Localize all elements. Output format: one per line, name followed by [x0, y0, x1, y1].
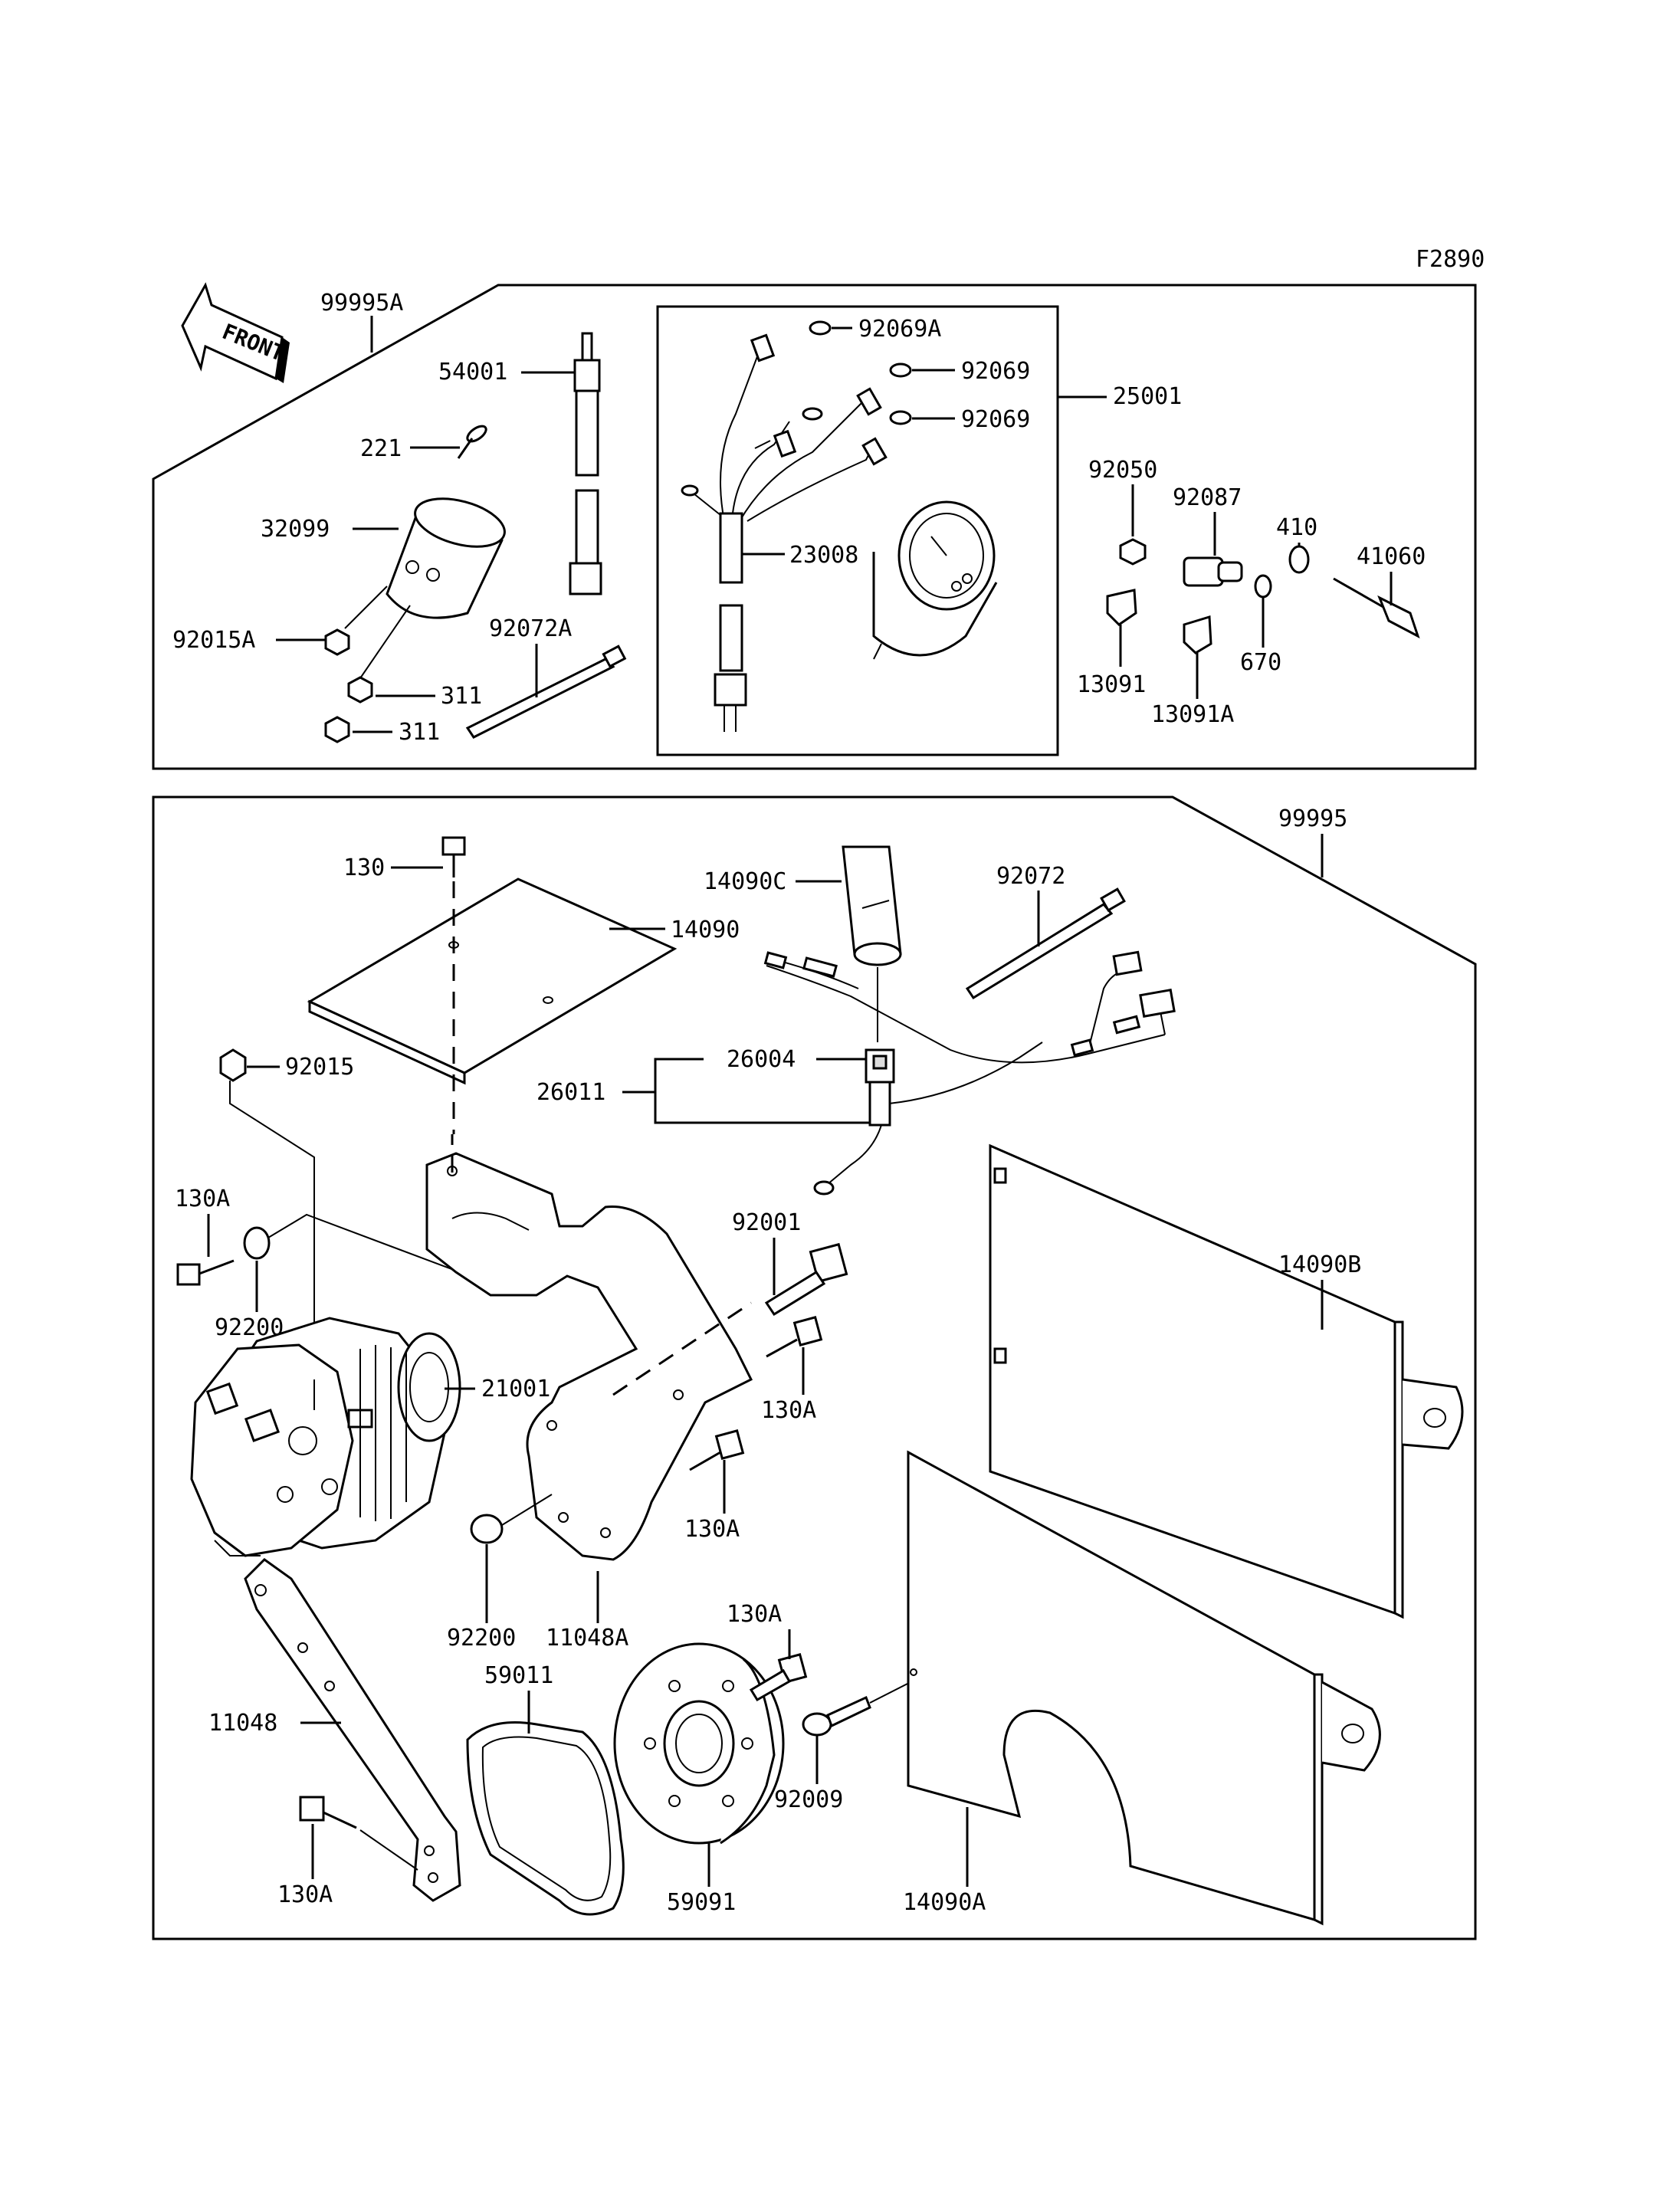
part-label-11048: 11048 [208, 1710, 277, 1737]
bracket-26011 [654, 1058, 870, 1124]
part-label-41060: 41060 [1357, 543, 1426, 570]
washer-410 [1288, 545, 1310, 574]
bolt-130A-1 [176, 1259, 235, 1286]
part-label-130: 130 [343, 854, 385, 881]
kit-label-lower: 99995 [1278, 805, 1347, 832]
part-label-54001: 54001 [438, 359, 507, 385]
front-arrow-icon: FRONT [181, 282, 290, 383]
part-label-670: 670 [1240, 649, 1281, 676]
meter-gauge [872, 500, 998, 660]
bolt-92009 [802, 1695, 871, 1737]
part-label-59091: 59091 [667, 1889, 736, 1916]
plate-14090 [307, 877, 678, 1085]
pulley-59091 [613, 1642, 785, 1845]
part-label-21001: 21001 [481, 1376, 550, 1402]
part-label-26004: 26004 [727, 1046, 796, 1073]
washer-92200-2 [470, 1514, 504, 1544]
part-label-92015A: 92015A [172, 627, 255, 654]
belt-59011 [466, 1721, 625, 1916]
nut-92050 [1119, 538, 1147, 566]
part-label-311-b: 311 [399, 719, 440, 746]
bolt-92001 [764, 1242, 848, 1317]
harness-26011 [763, 950, 1176, 1196]
figure-code: F2890 [1416, 246, 1485, 273]
part-label-92072: 92072 [996, 863, 1065, 890]
nut-311-a [347, 676, 373, 704]
part-label-92069A: 92069A [858, 316, 941, 343]
part-label-14090A: 14090A [903, 1889, 986, 1916]
nut-92015 [219, 1048, 247, 1082]
meter-cup-32099 [386, 497, 506, 619]
bolt-130A-3 [689, 1429, 745, 1471]
meter-harness [681, 320, 912, 732]
part-label-92050: 92050 [1088, 457, 1157, 484]
part-label-14090B: 14090B [1278, 1251, 1361, 1278]
cable-tie-92072A [465, 645, 627, 739]
part-label-23008: 23008 [789, 542, 858, 569]
bolt-130 [441, 836, 466, 877]
kit-frame-lower [152, 795, 1477, 1940]
part-label-92009: 92009 [774, 1786, 843, 1813]
part-label-32099: 32099 [261, 516, 330, 543]
part-label-410: 410 [1276, 514, 1317, 541]
bolt-130A-4 [299, 1796, 357, 1829]
cover-14090A [907, 1450, 1381, 1926]
cable-tie-92072 [965, 887, 1126, 1000]
bolt-130A-2 [766, 1316, 823, 1358]
kit-frame-upper [152, 284, 1477, 770]
o-ring-670 [1254, 574, 1272, 599]
washer-92200-1 [243, 1226, 271, 1260]
part-label-92001: 92001 [732, 1209, 801, 1236]
part-label-92015: 92015 [285, 1054, 354, 1081]
part-label-25001: 25001 [1113, 383, 1182, 410]
nut-311-b [324, 716, 350, 743]
part-label-130A-3: 130A [684, 1516, 740, 1543]
part-label-11048A: 11048A [546, 1625, 628, 1652]
part-label-311-a: 311 [441, 683, 482, 710]
part-label-14090C: 14090C [704, 868, 786, 895]
part-label-221: 221 [360, 435, 402, 462]
bracket-13091A [1183, 615, 1212, 654]
bracket-11048A [425, 1152, 753, 1561]
part-label-130A-1: 130A [175, 1186, 230, 1212]
part-label-13091A: 13091A [1151, 701, 1234, 728]
part-label-92072A: 92072A [489, 615, 572, 642]
meter-assy-box [656, 305, 1059, 756]
part-label-59011: 59011 [484, 1662, 553, 1689]
part-label-92069-b: 92069 [961, 406, 1030, 433]
grease-tube-14090C [842, 845, 902, 966]
bolt-130A-5 [749, 1653, 808, 1702]
nut-92015A [324, 628, 350, 656]
kit-label-upper: 99995A [320, 290, 403, 317]
cover-14090B [989, 1143, 1464, 1619]
fitting-92087 [1183, 556, 1243, 587]
part-label-92069-a: 92069 [961, 358, 1030, 385]
alternator-21001 [190, 1317, 461, 1557]
bracket-13091 [1106, 589, 1137, 626]
speedo-cable [569, 332, 602, 595]
part-label-92200-2: 92200 [447, 1625, 516, 1652]
strap-11048 [244, 1558, 461, 1902]
part-label-26011: 26011 [536, 1079, 605, 1106]
part-label-130A-5: 130A [727, 1601, 782, 1628]
screw-221 [457, 425, 487, 459]
part-label-13091: 13091 [1077, 671, 1146, 698]
part-label-14090: 14090 [671, 917, 740, 943]
gear-41060 [1333, 577, 1420, 639]
part-label-130A-2: 130A [761, 1397, 816, 1424]
part-label-130A-4: 130A [277, 1881, 333, 1908]
part-label-92087: 92087 [1173, 484, 1242, 511]
